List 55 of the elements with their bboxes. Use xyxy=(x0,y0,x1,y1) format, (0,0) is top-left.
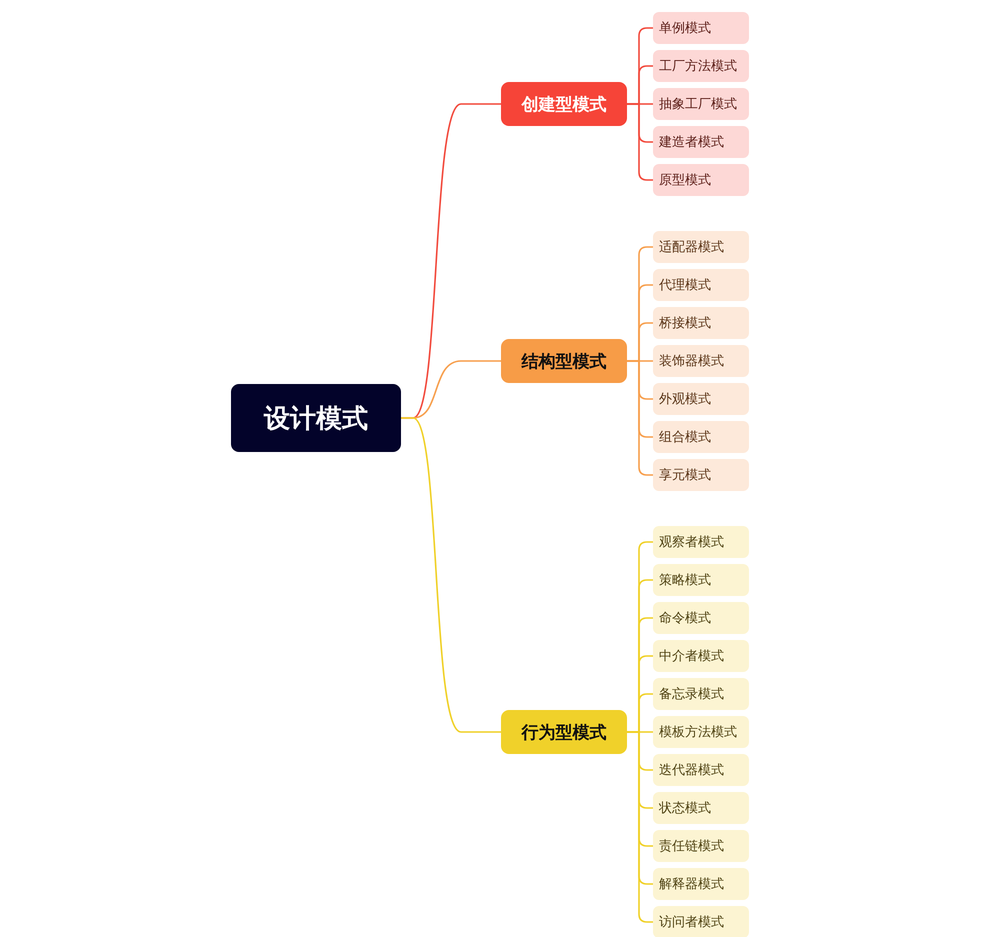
topic-label: 享元模式 xyxy=(659,467,711,484)
topic-label: 抽象工厂模式 xyxy=(659,96,737,113)
topic-label: 工厂方法模式 xyxy=(659,58,737,75)
topic-label: 建造者模式 xyxy=(659,134,724,151)
topic-label: 桥接模式 xyxy=(659,315,711,332)
connector-line xyxy=(401,417,501,733)
subtopic-box xyxy=(653,383,749,415)
topic-label: 备忘录模式 xyxy=(659,686,724,703)
topic-label: 迭代器模式 xyxy=(659,762,724,779)
topic-label: 状态模式 xyxy=(659,800,711,817)
topic-label: 命令模式 xyxy=(659,610,711,627)
subtopic-box xyxy=(653,459,749,491)
topic-label: 外观模式 xyxy=(659,391,711,408)
topic-label: 观察者模式 xyxy=(659,534,724,551)
subtopic-box xyxy=(653,88,749,120)
subtopic-box xyxy=(653,868,749,900)
topic-label: 创建型模式 xyxy=(522,94,606,116)
subtopic-box xyxy=(653,421,749,453)
branch-topic-box xyxy=(501,82,627,126)
topic-label: 单例模式 xyxy=(659,20,711,37)
subtopic-box xyxy=(653,307,749,339)
subtopic-box xyxy=(653,906,749,937)
subtopic-box xyxy=(653,640,749,672)
subtopic-box xyxy=(653,754,749,786)
subtopic-box xyxy=(653,830,749,862)
subtopic-box xyxy=(653,526,749,558)
subtopic-box xyxy=(653,231,749,263)
branch-topic-box xyxy=(501,710,627,754)
topic-label: 解释器模式 xyxy=(659,876,724,893)
topic-label: 访问者模式 xyxy=(659,914,724,931)
topic-label: 模板方法模式 xyxy=(659,724,737,741)
topic-label: 策略模式 xyxy=(659,572,711,589)
subtopic-box xyxy=(653,164,749,196)
subtopic-box xyxy=(653,678,749,710)
subtopic-box xyxy=(653,792,749,824)
topic-label: 装饰器模式 xyxy=(659,353,724,370)
topic-label: 行为型模式 xyxy=(522,722,606,744)
subtopic-box xyxy=(653,564,749,596)
branch-topic-box xyxy=(501,339,627,383)
topic-label: 中介者模式 xyxy=(659,648,724,665)
subtopic-box xyxy=(653,12,749,44)
subtopic-box xyxy=(653,602,749,634)
subtopic-box xyxy=(653,269,749,301)
topic-label: 适配器模式 xyxy=(659,239,724,256)
topic-label: 结构型模式 xyxy=(522,350,606,372)
subtopic-box xyxy=(653,126,749,158)
topic-label: 责任链模式 xyxy=(659,838,724,855)
subtopic-box xyxy=(653,50,749,82)
topic-label: 代理模式 xyxy=(659,277,711,294)
topic-label: 原型模式 xyxy=(659,172,711,189)
topic-label: 设计模式 xyxy=(264,402,368,436)
root-topic-box xyxy=(231,384,401,452)
subtopic-box xyxy=(653,716,749,748)
topic-label: 组合模式 xyxy=(659,429,711,446)
subtopic-box xyxy=(653,345,749,377)
